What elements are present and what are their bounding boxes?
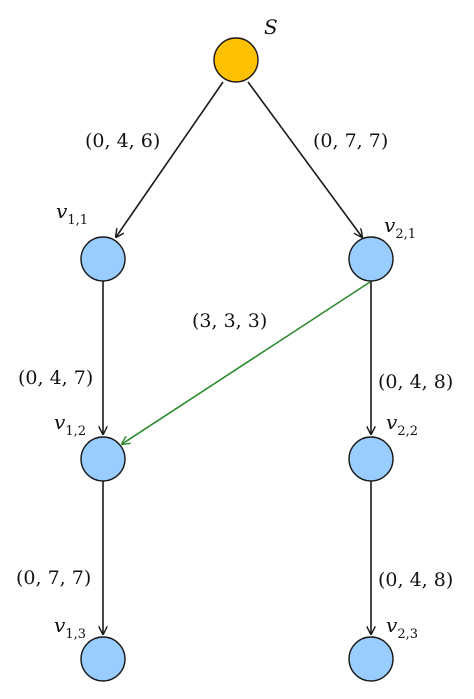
node-label-v11-main: v bbox=[56, 199, 68, 223]
node-v13 bbox=[80, 636, 126, 682]
node-label-v12-sub: 1,2 bbox=[65, 424, 86, 439]
edge-label-v22-v23: (0, 4, 8) bbox=[378, 569, 453, 591]
node-label-v23-sub: 2,3 bbox=[397, 627, 418, 642]
node-v12 bbox=[80, 436, 126, 482]
node-label-s: S bbox=[264, 15, 278, 39]
node-label-v11: v1,1 bbox=[56, 199, 88, 228]
node-label-v23: v2,3 bbox=[386, 613, 418, 642]
node-v23 bbox=[348, 636, 394, 682]
node-label-v11-sub: 1,1 bbox=[67, 213, 88, 228]
edge-s-v11 bbox=[116, 81, 224, 237]
node-v22 bbox=[348, 436, 394, 482]
node-label-v21: v2,1 bbox=[384, 213, 416, 242]
node-label-v22-main: v bbox=[386, 410, 398, 434]
node-label-v22-sub: 2,2 bbox=[397, 424, 418, 439]
node-label-v13: v1,3 bbox=[54, 613, 86, 642]
node-v21 bbox=[348, 236, 394, 282]
edge-label-v21-v12: (3, 3, 3) bbox=[192, 310, 267, 332]
node-s bbox=[213, 37, 259, 83]
node-label-v21-main: v bbox=[384, 213, 396, 237]
edge-label-v21-v22: (0, 4, 8) bbox=[378, 371, 453, 393]
edge-label-v12-v13: (0, 7, 7) bbox=[16, 567, 91, 589]
node-v11 bbox=[80, 236, 126, 282]
edge-v21-v12 bbox=[122, 281, 371, 444]
node-label-v22: v2,2 bbox=[386, 410, 418, 439]
edge-label-v11-v12: (0, 4, 7) bbox=[18, 367, 93, 389]
node-label-v23-main: v bbox=[386, 613, 398, 637]
edge-label-s-v21: (0, 7, 7) bbox=[313, 130, 388, 152]
edge-label-s-v11: (0, 4, 6) bbox=[85, 130, 160, 152]
edge-s-v21 bbox=[247, 81, 362, 237]
node-label-v13-main: v bbox=[54, 613, 66, 637]
node-label-v12-main: v bbox=[54, 410, 66, 434]
node-label-v13-sub: 1,3 bbox=[65, 627, 86, 642]
node-label-v21-sub: 2,1 bbox=[395, 227, 416, 242]
node-label-v12: v1,2 bbox=[54, 410, 86, 439]
